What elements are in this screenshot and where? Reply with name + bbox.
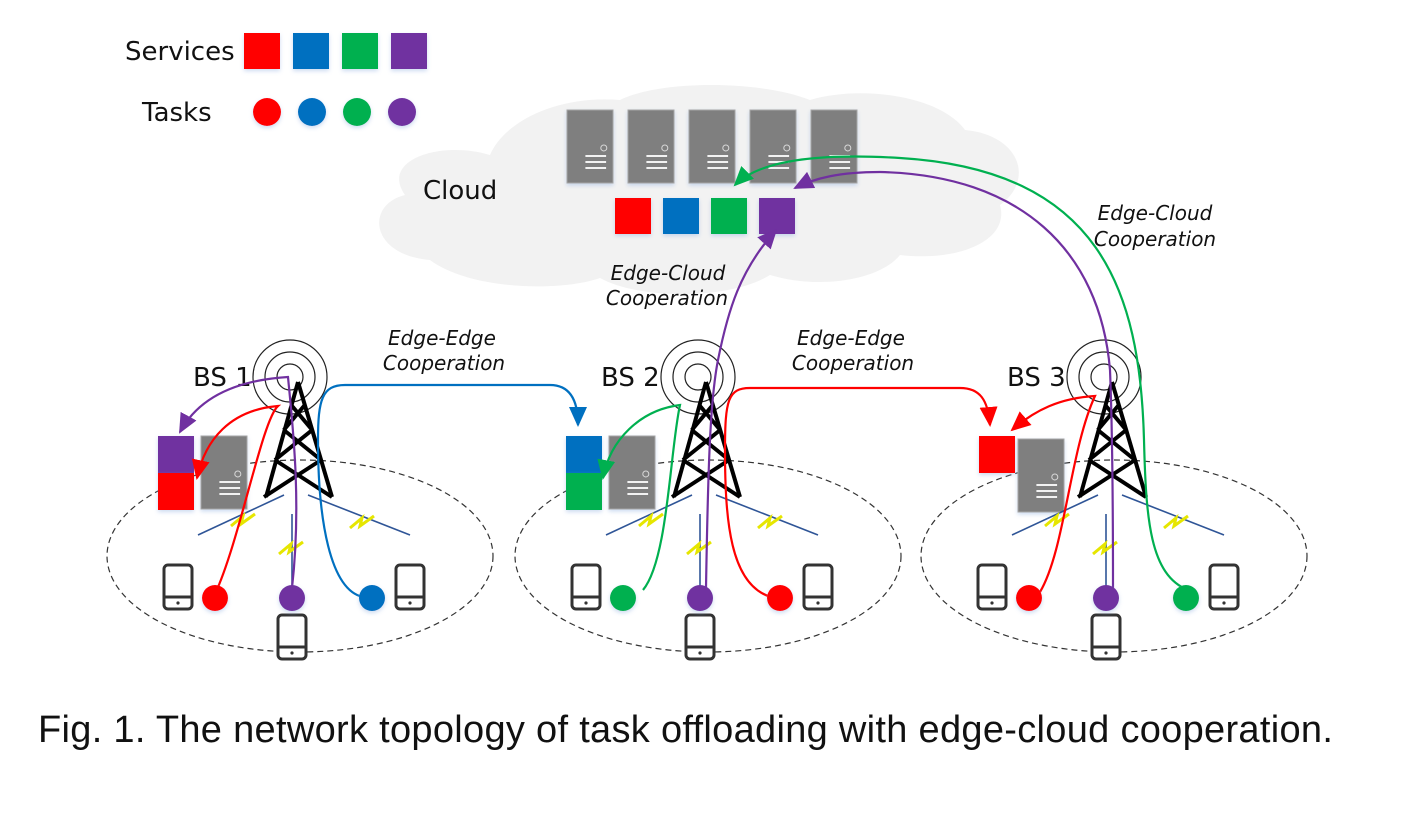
legend-task-purple bbox=[388, 98, 416, 126]
legend-services-label: Services bbox=[125, 37, 235, 67]
mobile-device-icon bbox=[394, 563, 426, 611]
task-purple bbox=[687, 585, 713, 611]
cloud-shape bbox=[379, 85, 1019, 295]
label-edge-cloud-1: Edge-Cloud Cooperation bbox=[606, 261, 728, 310]
svg-text:Cooperation: Cooperation bbox=[383, 351, 505, 375]
cloud-service-blue bbox=[663, 198, 699, 234]
svg-text:Edge-Edge: Edge-Edge bbox=[797, 326, 905, 350]
svg-text:Cooperation: Cooperation bbox=[606, 286, 728, 310]
task-blue bbox=[359, 585, 385, 611]
svg-text:Cooperation: Cooperation bbox=[1094, 227, 1216, 251]
mobile-device-icon bbox=[162, 563, 194, 611]
label-edge-edge-1: Edge-Edge Cooperation bbox=[383, 326, 505, 375]
legend-task-red bbox=[253, 98, 281, 126]
flow-bs2-red-edge-edge bbox=[723, 386, 998, 599]
label-edge-cloud-2: Edge-Cloud Cooperation bbox=[1094, 201, 1216, 251]
mobile-device-icon bbox=[570, 563, 602, 611]
flow-bs2-purple-edge-cloud bbox=[704, 228, 778, 589]
legend: Services Tasks bbox=[125, 33, 427, 128]
legend-service-red bbox=[244, 33, 280, 69]
task-purple bbox=[1093, 585, 1119, 611]
task-red bbox=[1016, 585, 1042, 611]
mobile-device-icon bbox=[1090, 613, 1122, 661]
cloud-service-red bbox=[615, 198, 651, 234]
base-station-2: BS 2 bbox=[566, 339, 819, 586]
svg-text:Edge-Edge: Edge-Edge bbox=[388, 326, 496, 350]
mobile-device-icon bbox=[802, 563, 834, 611]
edge-service-green bbox=[566, 473, 602, 510]
task-purple bbox=[279, 585, 305, 611]
flow-bs3-green-edge-cloud bbox=[733, 155, 1189, 592]
task-green bbox=[610, 585, 636, 611]
network-topology-diagram: Services Tasks Cloud BS 1 BS 2 BS 3 bbox=[106, 33, 1308, 661]
cloud-server-icon bbox=[566, 109, 614, 184]
legend-tasks-label: Tasks bbox=[141, 98, 212, 128]
cooperation-labels: Edge-Edge Cooperation Edge-Edge Cooperat… bbox=[383, 201, 1216, 375]
cloud: Cloud bbox=[379, 85, 1019, 295]
mobile-device-icon bbox=[684, 613, 716, 661]
edge-service-red bbox=[979, 436, 1015, 473]
cloud-server-icon bbox=[810, 109, 858, 184]
edge-server-icon bbox=[1017, 438, 1065, 513]
cloud-server-icon bbox=[749, 109, 797, 184]
signal-icon bbox=[1066, 339, 1142, 415]
task-red bbox=[202, 585, 228, 611]
svg-text:Cooperation: Cooperation bbox=[792, 351, 914, 375]
svg-text:Edge-Cloud: Edge-Cloud bbox=[611, 261, 726, 285]
legend-service-green bbox=[342, 33, 378, 69]
flow-bs1-purple-local bbox=[179, 375, 298, 589]
cloud-server-icon bbox=[627, 109, 675, 184]
edge-server-icon bbox=[608, 435, 656, 510]
task-green bbox=[1173, 585, 1199, 611]
flow-bs2-green-local bbox=[597, 403, 682, 591]
legend-service-blue bbox=[293, 33, 329, 69]
flow-bs1-blue-edge-edge bbox=[316, 383, 587, 599]
flow-bs3-red-local bbox=[1010, 394, 1097, 593]
legend-service-purple bbox=[391, 33, 427, 69]
legend-task-blue bbox=[298, 98, 326, 126]
legend-task-green bbox=[343, 98, 371, 126]
figure-caption: Fig. 1. The network topology of task off… bbox=[38, 709, 1334, 751]
signal-icon bbox=[660, 339, 736, 415]
bs-label: BS 3 bbox=[1007, 363, 1066, 393]
mobile-device-icon bbox=[976, 563, 1008, 611]
edge-service-purple bbox=[158, 436, 194, 473]
cloud-server-icon bbox=[688, 109, 736, 184]
cloud-service-purple bbox=[759, 198, 795, 234]
base-station-3: BS 3 bbox=[979, 339, 1225, 586]
flow-bs3-purple-edge-cloud bbox=[793, 170, 1115, 589]
tower-icon bbox=[1076, 381, 1148, 499]
bs-label: BS 1 bbox=[193, 363, 252, 393]
mobile-device-icon bbox=[1208, 563, 1240, 611]
label-edge-edge-2: Edge-Edge Cooperation bbox=[792, 326, 914, 375]
flows bbox=[179, 155, 1189, 599]
edge-service-blue bbox=[566, 436, 602, 473]
svg-text:Edge-Cloud: Edge-Cloud bbox=[1098, 201, 1213, 225]
wireless-link-icon bbox=[1011, 494, 1225, 586]
bs-label: BS 2 bbox=[601, 363, 660, 393]
edge-service-red bbox=[158, 473, 194, 510]
cloud-label: Cloud bbox=[423, 176, 497, 206]
flow-bs1-red-local bbox=[191, 404, 282, 595]
task-red bbox=[767, 585, 793, 611]
mobile-device-icon bbox=[276, 613, 308, 661]
cloud-service-green bbox=[711, 198, 747, 234]
wireless-link-icon bbox=[605, 494, 819, 586]
